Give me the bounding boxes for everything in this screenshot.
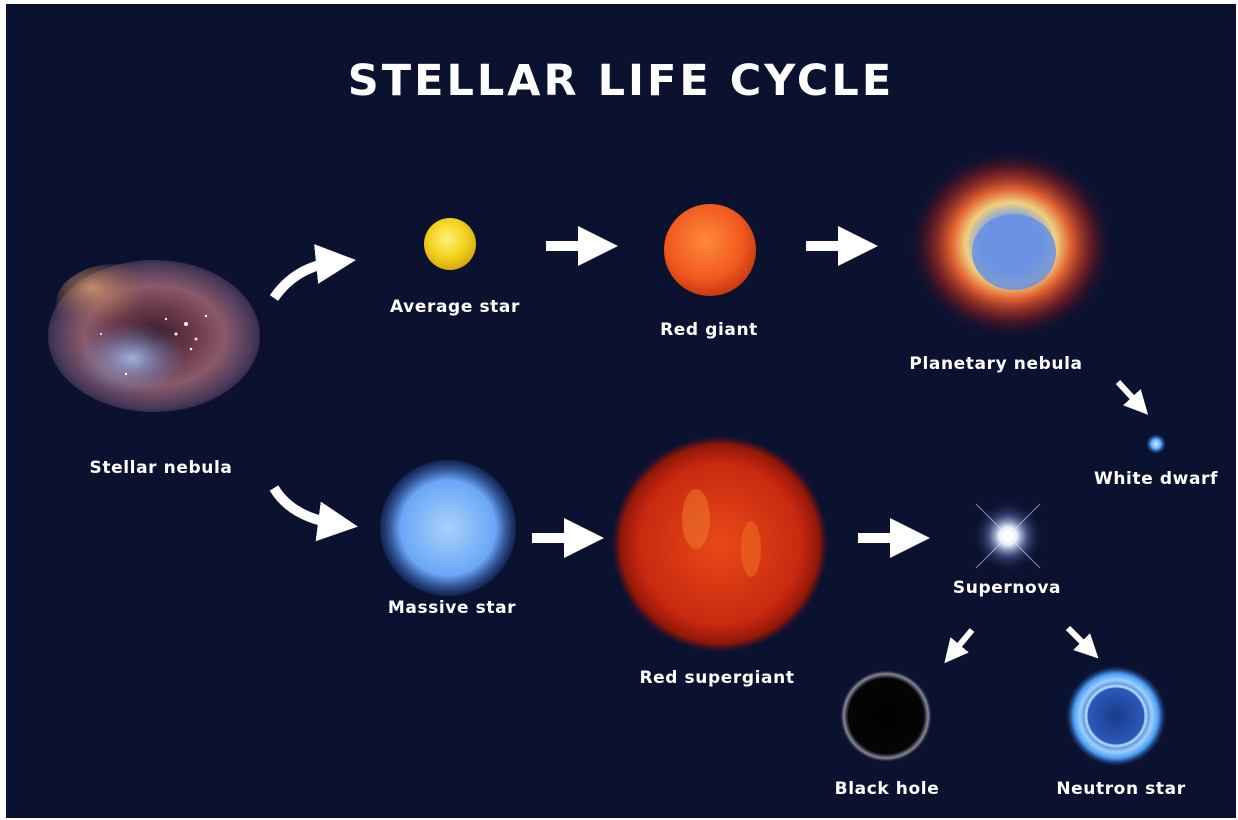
arrow-nebula-to-massive-star xyxy=(274,488,338,524)
diagram-title: STELLAR LIFE CYCLE xyxy=(6,56,1236,106)
label-black-hole: Black hole xyxy=(835,779,940,799)
red-giant-image xyxy=(664,204,756,296)
massive-star-image xyxy=(380,460,516,596)
supernova-image xyxy=(972,500,1044,572)
planetary-nebula-image xyxy=(911,152,1111,336)
label-average-star: Average star xyxy=(390,297,520,317)
black-hole-image xyxy=(840,670,932,762)
stellar-nebula-image xyxy=(48,260,260,412)
label-massive-star: Massive star xyxy=(388,598,516,618)
label-red-giant: Red giant xyxy=(660,320,758,340)
label-supernova: Supernova xyxy=(953,578,1061,598)
label-red-supergiant: Red supergiant xyxy=(639,668,794,688)
arrow-supernova-to-neutron-star xyxy=(1068,628,1090,650)
diagram-canvas: STELLAR LIFE CYCLE Stellar nebula Averag… xyxy=(6,4,1236,818)
label-neutron-star: Neutron star xyxy=(1056,779,1185,799)
arrow-supernova-to-black-hole xyxy=(952,630,972,654)
red-supergiant-image xyxy=(612,436,828,652)
label-white-dwarf: White dwarf xyxy=(1094,469,1218,489)
label-planetary-nebula: Planetary nebula xyxy=(909,354,1082,374)
white-dwarf-image xyxy=(1146,434,1166,454)
label-stellar-nebula: Stellar nebula xyxy=(90,458,233,478)
diagram-art xyxy=(6,4,1236,818)
neutron-star-image xyxy=(1066,666,1166,766)
arrow-nebula-to-average-star xyxy=(274,262,336,298)
average-star-image xyxy=(424,218,476,270)
arrow-planetary-to-white-dwarf xyxy=(1118,382,1140,406)
